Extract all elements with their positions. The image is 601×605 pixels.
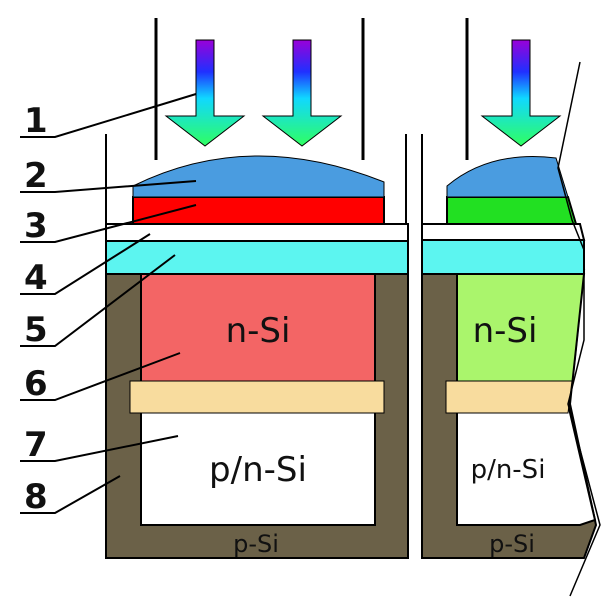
- right-n-si-label: n-Si: [473, 311, 538, 351]
- left-red-filter: [132, 196, 385, 225]
- light-arrow-icon: [164, 39, 246, 147]
- callout-1: 1: [24, 101, 48, 141]
- right-pixel: n-Si p/n-Si p-Si: [421, 18, 601, 597]
- left-pixel: n-Si p/n-Si p-Si: [105, 18, 409, 559]
- leader-line-2: [20, 180, 197, 193]
- left-microlens: [132, 155, 385, 198]
- left-n-si-label: n-Si: [226, 311, 291, 351]
- callout-5: 5: [24, 310, 48, 350]
- left-junction-layer: [129, 380, 385, 414]
- callout-3: 3: [24, 206, 48, 246]
- light-arrow-icon: [480, 39, 562, 147]
- leader-line-8: [20, 475, 121, 514]
- right-green-filter: [446, 196, 578, 225]
- leader-line-7: [20, 435, 179, 462]
- left-substrate-label: p-Si: [233, 530, 279, 558]
- callout-4: 4: [24, 258, 48, 298]
- callout-8: 8: [24, 477, 48, 517]
- left-n-si-region: [140, 273, 376, 387]
- right-oxide-layer: [421, 239, 585, 275]
- right-junction-layer: [445, 380, 573, 414]
- callout-numbers: 1 2 3 4 5 6 7 8: [24, 101, 48, 517]
- right-passivation-layer: [421, 223, 586, 241]
- callout-2: 2: [24, 156, 48, 196]
- callout-6: 6: [24, 364, 48, 404]
- left-oxide-layer: [105, 239, 409, 275]
- leader-line-6: [20, 352, 181, 401]
- callout-7: 7: [24, 425, 48, 465]
- leader-line-3: [20, 204, 197, 243]
- left-pn-si-label: p/n-Si: [209, 450, 307, 490]
- cutaway-break-line: [557, 61, 601, 597]
- light-arrow-icon: [261, 39, 343, 147]
- left-passivation-layer: [105, 223, 409, 242]
- right-pn-si-label: p/n-Si: [471, 455, 546, 485]
- leader-line-1: [20, 93, 197, 138]
- right-microlens: [446, 156, 569, 198]
- right-substrate-label: p-Si: [489, 530, 535, 558]
- callouts: [20, 93, 197, 514]
- leader-line-4: [20, 233, 151, 295]
- leader-line-5: [20, 254, 176, 347]
